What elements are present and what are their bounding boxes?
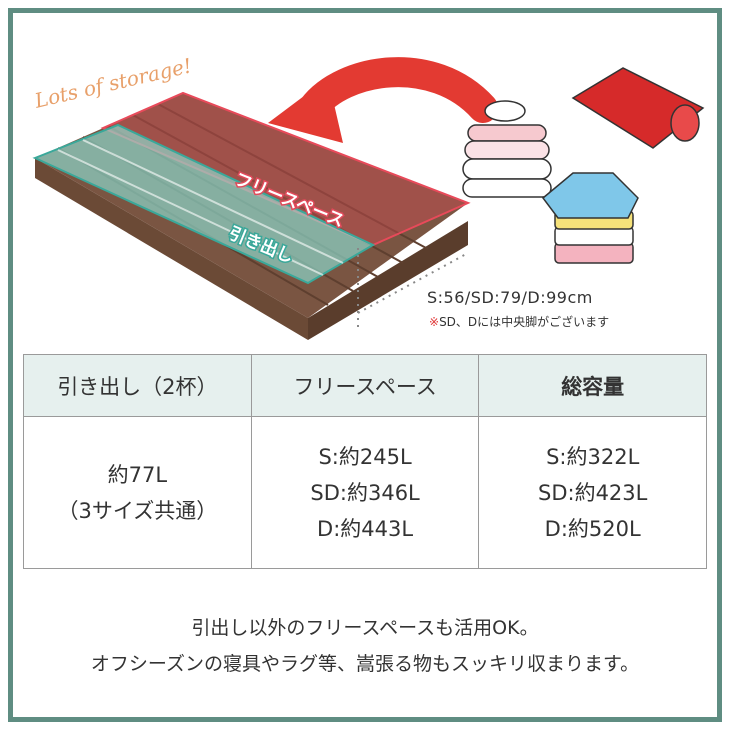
bed-frame-side — [308, 221, 468, 340]
cell-drawer-capacity: 約77L （3サイズ共通） — [23, 416, 252, 569]
table-header-row: 引き出し（2杯） フリースペース 総容量 — [23, 354, 707, 417]
description-line-2: オフシーズンの寝具やラグ等、嵩張る物もスッキリ収まります。 — [90, 653, 640, 675]
drawer-capacity-value: 約77L — [107, 462, 168, 487]
note-mark: ※ — [429, 315, 440, 329]
cell-free-space-capacity: S:約245L SD:約346L D:約443L — [250, 416, 480, 569]
note-text: SD、Dには中央脚がございます — [439, 315, 610, 329]
page-border — [8, 8, 722, 722]
bed-storage-illustration: Lots of storage! フリースペース 引き出し S:56/SD:79… — [13, 13, 717, 353]
header-drawer: 引き出し（2杯） — [23, 354, 252, 417]
folded-towels-icon — [462, 100, 552, 198]
capacity-table: 引き出し（2杯） フリースペース 総容量 約77L （3サイズ共通） S:約24… — [23, 354, 707, 569]
cell-total-capacity: S:約322L SD:約423L D:約520L — [478, 416, 707, 569]
description-line-1: 引出し以外のフリースペースも活用OK。 — [191, 617, 539, 639]
rolled-rug-icon — [571, 67, 705, 149]
table-row: 約77L （3サイズ共通） S:約245L SD:約346L D:約443L S… — [23, 416, 707, 569]
center-leg-note: ※SD、Dには中央脚がございます — [429, 313, 609, 330]
total-sd: SD:約423L — [538, 480, 648, 505]
header-free-space: フリースペース — [250, 354, 480, 417]
drawer-capacity-note: （3サイズ共通） — [57, 498, 218, 523]
header-total-capacity: 総容量 — [478, 354, 707, 417]
description-text: 引出し以外のフリースペースも活用OK。 オフシーズンの寝具やラグ等、嵩張る物もス… — [13, 610, 717, 682]
total-d: D:約520L — [544, 516, 641, 541]
free-space-s: S:約245L — [318, 444, 412, 469]
free-space-d: D:約443L — [317, 516, 414, 541]
free-space-sd: SD:約346L — [310, 480, 420, 505]
stacked-shirts-icon — [541, 172, 639, 264]
drawer-highlight — [32, 123, 376, 285]
dimension-text: S:56/SD:79/D:99cm — [427, 288, 593, 307]
storage-arrow — [298, 57, 498, 123]
storage-arrow-head — [268, 78, 343, 143]
drawer-slats — [57, 139, 344, 276]
total-s: S:約322L — [546, 444, 640, 469]
bed-frame-front — [35, 158, 308, 340]
bed-illustration-svg — [32, 57, 705, 340]
